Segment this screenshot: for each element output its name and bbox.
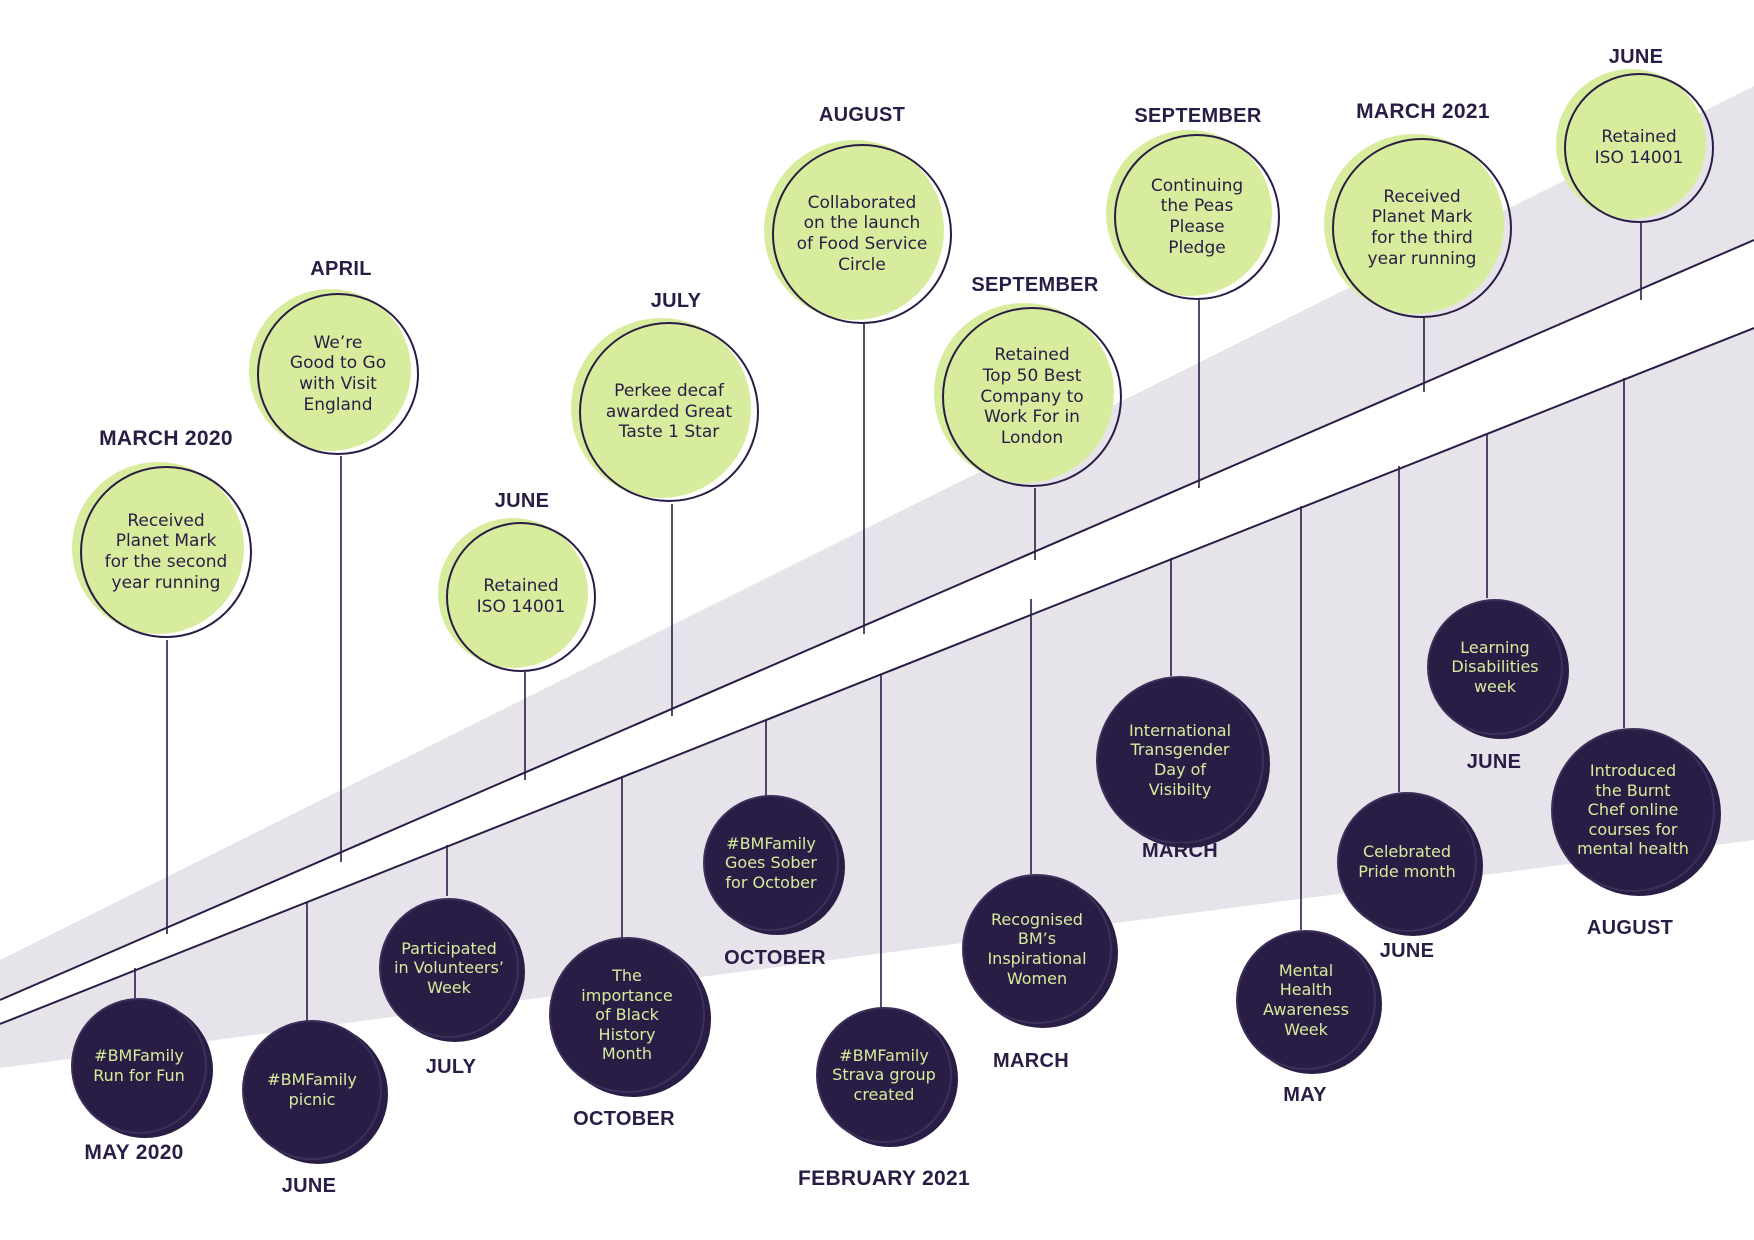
event-text: International Transgender Day of Visibil… [1128, 720, 1232, 799]
event-bubble: Retained ISO 14001 [446, 522, 596, 672]
event-bubble: Participated in Volunteers’ Week [379, 898, 519, 1038]
event-text: Retained ISO 14001 [1594, 127, 1684, 168]
event-bubble: #BMFamily picnic [242, 1020, 382, 1160]
event-bubble: Learning Disabilities week [1427, 599, 1563, 735]
event-bubble: Retained ISO 14001 [1564, 73, 1714, 223]
event-bubble: We’re Good to Go with Visit England [257, 293, 419, 455]
event-bubble: Collaborated on the launch of Food Servi… [772, 144, 952, 324]
event-bubble: International Transgender Day of Visibil… [1096, 676, 1264, 844]
event-text: Recognised BM’s Inspirational Women [987, 909, 1087, 988]
event-date-label: MAY [1283, 1084, 1327, 1106]
event-text: #BMFamily Goes Sober for October [725, 833, 817, 892]
event-text: Received Planet Mark for the second year… [104, 510, 228, 593]
event-date-label: MARCH 2021 [1356, 100, 1490, 123]
event-bubble: The importance of Black History Month [549, 937, 705, 1093]
event-date-label: AUGUST [1586, 917, 1674, 939]
event-text: Retained ISO 14001 [476, 576, 566, 617]
event-text: Continuing the Peas Please Pledge [1150, 175, 1244, 258]
timeline-road-edge-bottom [0, 327, 1754, 1025]
event-date-label: JUNE [1466, 751, 1522, 773]
event-bubble: Retained Top 50 Best Company to Work For… [942, 307, 1122, 487]
event-date-label: MAY 2020 [84, 1141, 184, 1164]
event-bubble: #BMFamily Goes Sober for October [703, 795, 839, 931]
event-text: Collaborated on the launch of Food Servi… [796, 192, 928, 275]
event-bubble: Recognised BM’s Inspirational Women [962, 874, 1112, 1024]
event-date-label: AUGUST [818, 104, 906, 126]
event-text: Participated in Volunteers’ Week [394, 938, 504, 997]
event-date-label: MARCH [1142, 840, 1218, 862]
event-bubble: Introduced the Burnt Chef online courses… [1551, 728, 1715, 892]
event-text: We’re Good to Go with Visit England [289, 332, 387, 415]
event-date-label: MARCH 2020 [99, 427, 233, 450]
event-bubble: Perkee decaf awarded Great Taste 1 Star [579, 322, 759, 502]
event-date-label: FEBRUARY 2021 [798, 1167, 970, 1190]
event-text: #BMFamily Run for Fun [93, 1046, 185, 1085]
event-text: Introduced the Burnt Chef online courses… [1577, 761, 1689, 859]
event-date-label: OCTOBER [573, 1108, 675, 1130]
event-date-label: MARCH [993, 1050, 1069, 1072]
event-text: Retained Top 50 Best Company to Work For… [980, 345, 1084, 449]
event-text: The importance of Black History Month [581, 966, 673, 1064]
timeline-road [0, 240, 1754, 1024]
event-bubble: #BMFamily Run for Fun [71, 998, 207, 1134]
event-text: Celebrated Pride month [1358, 842, 1456, 881]
event-bubble: Celebrated Pride month [1337, 792, 1477, 932]
timeline-road-edge-top [0, 239, 1754, 1001]
event-bubble: Mental Health Awareness Week [1236, 930, 1376, 1070]
event-text: Mental Health Awareness Week [1263, 960, 1349, 1039]
event-date-label: APRIL [310, 258, 372, 280]
event-date-label: OCTOBER [724, 947, 826, 969]
event-date-label: JUNE [281, 1175, 337, 1197]
event-bubble: Continuing the Peas Please Pledge [1114, 134, 1280, 300]
event-text: #BMFamily Strava group created [832, 1045, 936, 1104]
event-text: Learning Disabilities week [1451, 637, 1539, 696]
event-bubble: Received Planet Mark for the third year … [1332, 138, 1512, 318]
event-text: Received Planet Mark for the third year … [1367, 186, 1477, 269]
event-date-label: JULY [425, 1056, 477, 1078]
event-text: #BMFamily picnic [267, 1070, 357, 1109]
event-text: Perkee decaf awarded Great Taste 1 Star [605, 380, 733, 443]
event-date-label: JUNE [1608, 46, 1664, 68]
event-date-label: SEPTEMBER [1134, 105, 1262, 127]
event-date-label: JUNE [494, 490, 550, 512]
event-date-label: SEPTEMBER [971, 274, 1099, 296]
event-bubble: Received Planet Mark for the second year… [80, 466, 252, 638]
event-date-label: JUNE [1379, 940, 1435, 962]
event-bubble: #BMFamily Strava group created [816, 1007, 952, 1143]
event-date-label: JULY [650, 290, 702, 312]
